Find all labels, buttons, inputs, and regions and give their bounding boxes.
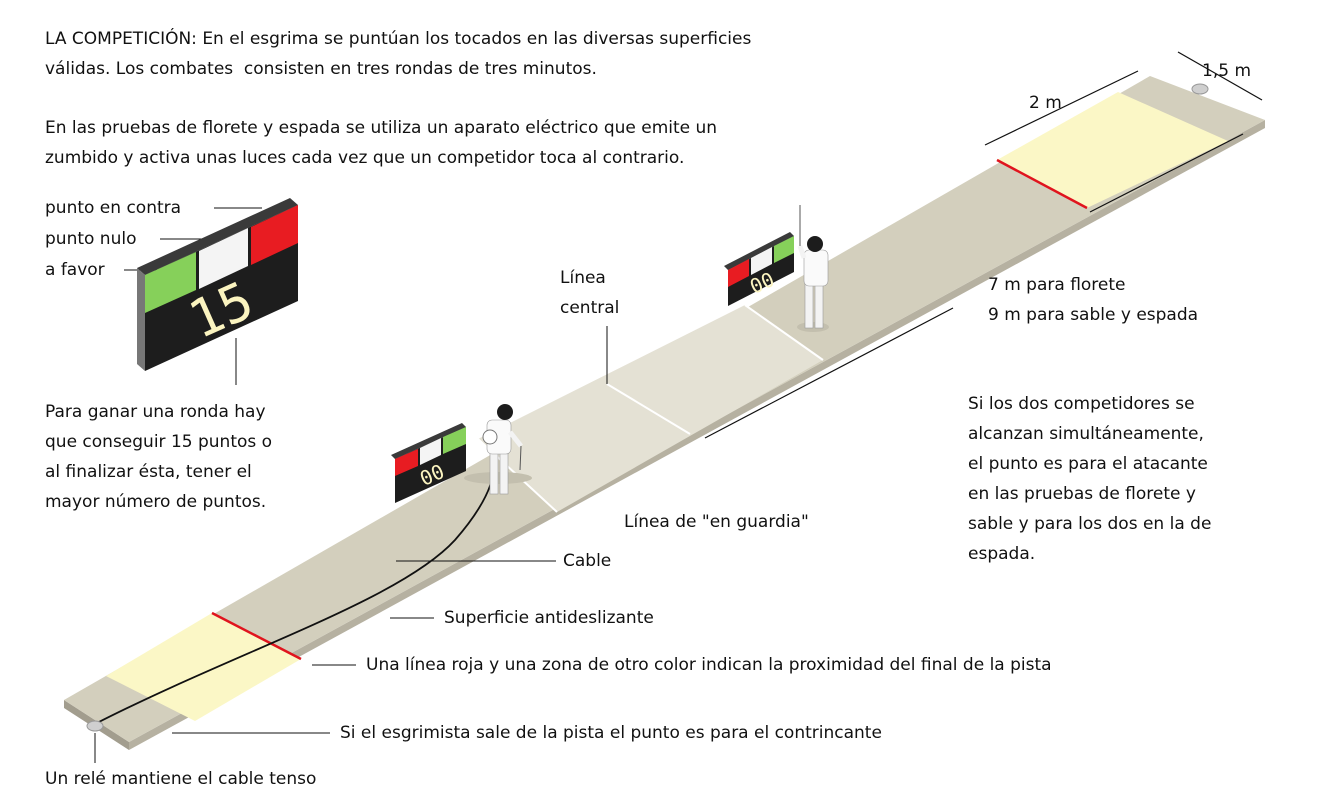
intro-line-4: zumbido y activa unas luces cada vez que…	[45, 148, 685, 168]
piste-front-edge	[129, 120, 1265, 750]
guard-line-label: Línea de "en guardia"	[624, 512, 809, 532]
label-point-for: a favor	[45, 260, 105, 280]
fencer-right	[797, 205, 829, 332]
intro-line-3: En las pruebas de florete y espada se ut…	[45, 118, 718, 138]
round-line-4: mayor número de puntos.	[45, 492, 267, 512]
fencer-left	[464, 404, 532, 495]
light-green	[145, 252, 196, 313]
center-zone	[478, 305, 823, 512]
light-red	[251, 205, 298, 265]
round-line-2: que conseguir 15 puntos o	[45, 432, 273, 452]
round-line-3: al finalizar ésta, tener el	[45, 462, 252, 482]
scoreboard-large: 15	[137, 198, 298, 371]
relay-right	[1191, 83, 1209, 95]
length-foil: 7 m para florete	[988, 275, 1126, 295]
guard-line-right	[744, 304, 824, 361]
simultaneous-line-5: sable y para los dos en la de	[968, 514, 1212, 534]
red-line-label: Una línea roja y una zona de otro color …	[366, 655, 1052, 675]
simultaneous-line-2: alcanzan simultáneamente,	[968, 424, 1204, 444]
out-of-piste-label: Si el esgrimista sale de la pista el pun…	[340, 723, 882, 743]
red-line-right	[996, 158, 1088, 210]
center-line-label-2: central	[560, 298, 620, 318]
end-zone-right	[997, 92, 1228, 208]
center-line-label-1: Línea	[560, 268, 606, 288]
surface-label: Superficie antideslizante	[444, 608, 654, 628]
cable-label: Cable	[563, 551, 612, 571]
simultaneous-line-4: en las pruebas de florete y	[968, 484, 1196, 504]
end-zone-left	[106, 613, 301, 721]
round-line-1: Para ganar una ronda hay	[45, 402, 266, 422]
center-line	[606, 383, 691, 435]
red-line-left	[211, 611, 302, 661]
dim-length-line-2	[1089, 133, 1244, 213]
dim-length-line	[704, 307, 954, 439]
intro-line-2: válidas. Los combates consisten en tres …	[45, 59, 597, 79]
dim-2m-line	[984, 70, 1139, 146]
relay-label: Un relé mantiene el cable tenso	[45, 769, 317, 789]
label-point-null: punto nulo	[45, 229, 137, 249]
relay-left	[86, 720, 104, 732]
dim-width-label: 1,5 m	[1202, 61, 1251, 81]
light-white	[199, 228, 248, 289]
length-sabre: 9 m para sable y espada	[988, 305, 1199, 325]
intro-line-1: LA COMPETICIÓN: En el esgrima se puntúan…	[45, 29, 752, 49]
dim-width-line	[1177, 51, 1263, 101]
simultaneous-line-1: Si los dos competidores se	[968, 394, 1195, 414]
label-point-against: punto en contra	[45, 198, 182, 218]
simultaneous-line-6: espada.	[968, 544, 1036, 564]
simultaneous-line-3: el punto es para el atacante	[968, 454, 1208, 474]
dim-2m-label: 2 m	[1029, 93, 1062, 113]
